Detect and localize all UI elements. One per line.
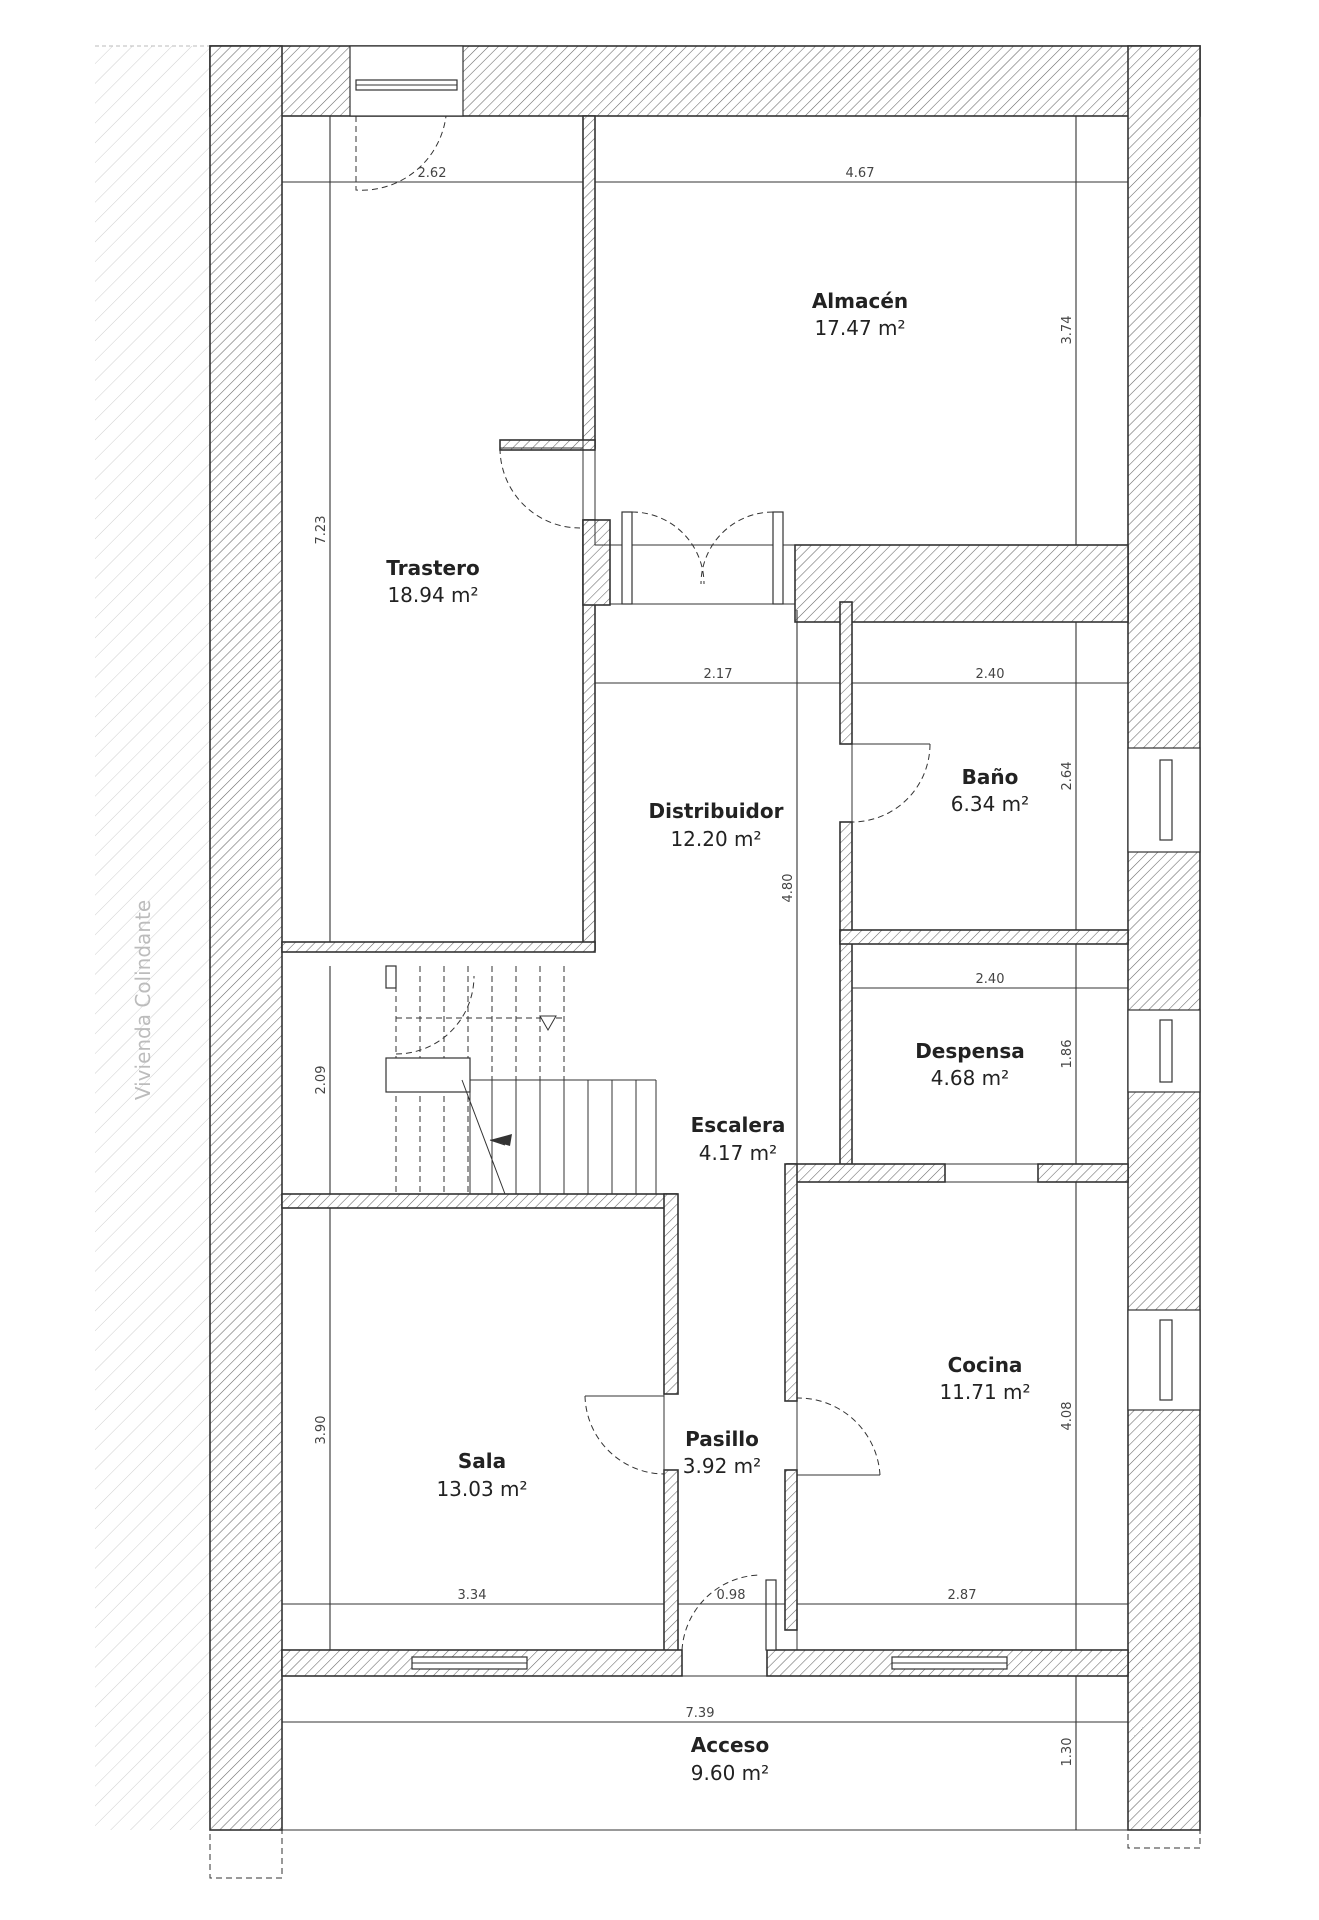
room-name-acceso: Acceso <box>691 1733 769 1757</box>
room-area-pasillo: 3.92 m² <box>683 1454 761 1478</box>
dim-trastero-width: 2.62 <box>418 166 447 181</box>
room-name-escalera: Escalera <box>691 1113 786 1137</box>
staircase <box>385 965 657 1195</box>
dim-despensa-height: 1.86 <box>1060 1040 1075 1069</box>
dim-cocina-height: 4.08 <box>1060 1402 1075 1431</box>
dim-escalera-height: 2.09 <box>314 1066 329 1095</box>
dim-bano-width: 2.40 <box>976 667 1005 682</box>
dim-acceso-width: 7.39 <box>686 1706 715 1721</box>
room-area-sala: 13.03 m² <box>436 1477 527 1501</box>
dim-cocina-width: 2.87 <box>948 1588 977 1603</box>
room-name-trastero: Trastero <box>386 556 479 580</box>
room-name-sala: Sala <box>458 1449 506 1473</box>
room-name-cocina: Cocina <box>948 1353 1023 1377</box>
dim-pasillo-width: 0.98 <box>717 1588 746 1603</box>
dim-acceso-height: 1.30 <box>1060 1738 1075 1767</box>
room-area-almacen: 17.47 m² <box>814 316 905 340</box>
room-area-acceso: 9.60 m² <box>691 1761 769 1785</box>
dim-sala-width: 3.34 <box>458 1588 487 1603</box>
room-area-despensa: 4.68 m² <box>931 1066 1009 1090</box>
dim-almacen-width: 4.67 <box>846 166 875 181</box>
dim-distribuidor-width: 2.17 <box>704 667 733 682</box>
walls <box>209 45 1201 1831</box>
dim-distribuidor-height: 4.80 <box>781 874 796 903</box>
room-name-bano: Baño <box>962 765 1019 789</box>
wall-right <box>1127 45 1201 1831</box>
room-name-almacen: Almacén <box>812 289 908 313</box>
room-area-cocina: 11.71 m² <box>939 1380 1030 1404</box>
room-area-escalera: 4.17 m² <box>699 1141 777 1165</box>
room-name-despensa: Despensa <box>915 1039 1025 1063</box>
room-name-pasillo: Pasillo <box>685 1427 759 1451</box>
dimension-lines <box>282 116 1128 1830</box>
room-outlines <box>210 115 1200 1831</box>
room-area-bano: 6.34 m² <box>951 792 1029 816</box>
room-name-distribuidor: Distribuidor <box>649 799 784 823</box>
dim-bano-height: 2.64 <box>1060 762 1075 791</box>
dim-trastero-height: 7.23 <box>314 516 329 545</box>
room-area-trastero: 18.94 m² <box>387 583 478 607</box>
wall-left <box>209 45 283 1831</box>
dim-sala-height: 3.90 <box>314 1416 329 1445</box>
room-area-distribuidor: 12.20 m² <box>670 827 761 851</box>
neighbor-hatch-area <box>95 45 210 1830</box>
doors <box>355 115 931 1651</box>
neighbor-label: Vivienda Colindante <box>131 900 155 1100</box>
dim-almacen-height: 3.74 <box>1060 316 1075 345</box>
dim-despensa-width: 2.40 <box>976 972 1005 987</box>
